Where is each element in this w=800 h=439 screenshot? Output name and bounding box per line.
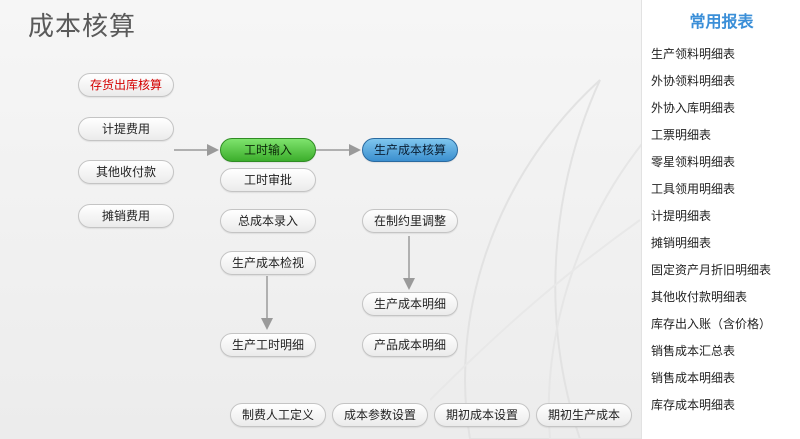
report-link-misc-material[interactable]: 零星领料明细表 (651, 155, 736, 169)
production-cost-detail-button[interactable]: 生产成本明细 (362, 292, 458, 316)
report-link-work-ticket[interactable]: 工票明细表 (651, 128, 712, 142)
report-link-outsourced-material[interactable]: 外协领料明细表 (651, 74, 736, 88)
common-reports-sidebar: 常用报表 生产领料明细表 外协领料明细表 外协入库明细表 工票明细表 零星领料明… (641, 0, 800, 439)
report-link-sales-cost-summary[interactable]: 销售成本汇总表 (651, 344, 736, 358)
flow-arrows (174, 144, 415, 330)
inventory-out-cost-button[interactable]: 存货出库核算 (78, 73, 174, 97)
report-link-tool-usage[interactable]: 工具领用明细表 (651, 182, 736, 196)
report-link-other-receipts-payments[interactable]: 其他收付款明细表 (651, 290, 748, 304)
product-cost-detail-button[interactable]: 产品成本明细 (362, 333, 458, 357)
report-link-sales-cost-detail[interactable]: 销售成本明细表 (651, 371, 736, 385)
report-link-amortization[interactable]: 摊销明细表 (651, 236, 712, 250)
other-receipts-payments-button[interactable]: 其他收付款 (78, 160, 174, 184)
report-link-accrual[interactable]: 计提明细表 (651, 209, 712, 223)
report-link-inventory-cost-detail[interactable]: 库存成本明细表 (651, 398, 736, 412)
wip-equivalent-adjust-button[interactable]: 在制约里调整 (362, 209, 458, 233)
production-cost-inspection-button[interactable]: 生产成本检视 (220, 251, 316, 275)
accrued-expenses-button[interactable]: 计提费用 (78, 117, 174, 141)
production-hours-detail-button[interactable]: 生产工时明细 (220, 333, 316, 357)
total-cost-entry-button[interactable]: 总成本录入 (220, 209, 316, 233)
cost-params-setup-button[interactable]: 成本参数设置 (332, 403, 428, 427)
labor-hours-review-button[interactable]: 工时审批 (220, 168, 316, 192)
production-cost-calc-button[interactable]: 生产成本核算 (362, 138, 458, 162)
manufacturing-labor-def-button[interactable]: 制费人工定义 (230, 403, 326, 427)
sidebar-title: 常用报表 (689, 12, 754, 31)
page-title: 成本核算 (28, 12, 137, 42)
labor-hours-input-button[interactable]: 工时输入 (220, 138, 316, 162)
report-link-inventory-ledger[interactable]: 库存出入账（含价格） (651, 317, 772, 331)
opening-cost-setup-button[interactable]: 期初成本设置 (434, 403, 530, 427)
opening-production-cost-button[interactable]: 期初生产成本 (536, 403, 632, 427)
report-link-fixed-asset-depreciation[interactable]: 固定资产月折旧明细表 (651, 263, 772, 277)
amortized-expenses-button[interactable]: 摊销费用 (78, 204, 174, 228)
report-link-production-material[interactable]: 生产领料明细表 (651, 47, 736, 61)
report-link-outsourced-inbound[interactable]: 外协入库明细表 (651, 101, 736, 115)
main-panel: 成本核算 存货出库核算 计提费用 其他收付款 摊销费用 工时输入 工时审批 总成… (28, 12, 731, 439)
